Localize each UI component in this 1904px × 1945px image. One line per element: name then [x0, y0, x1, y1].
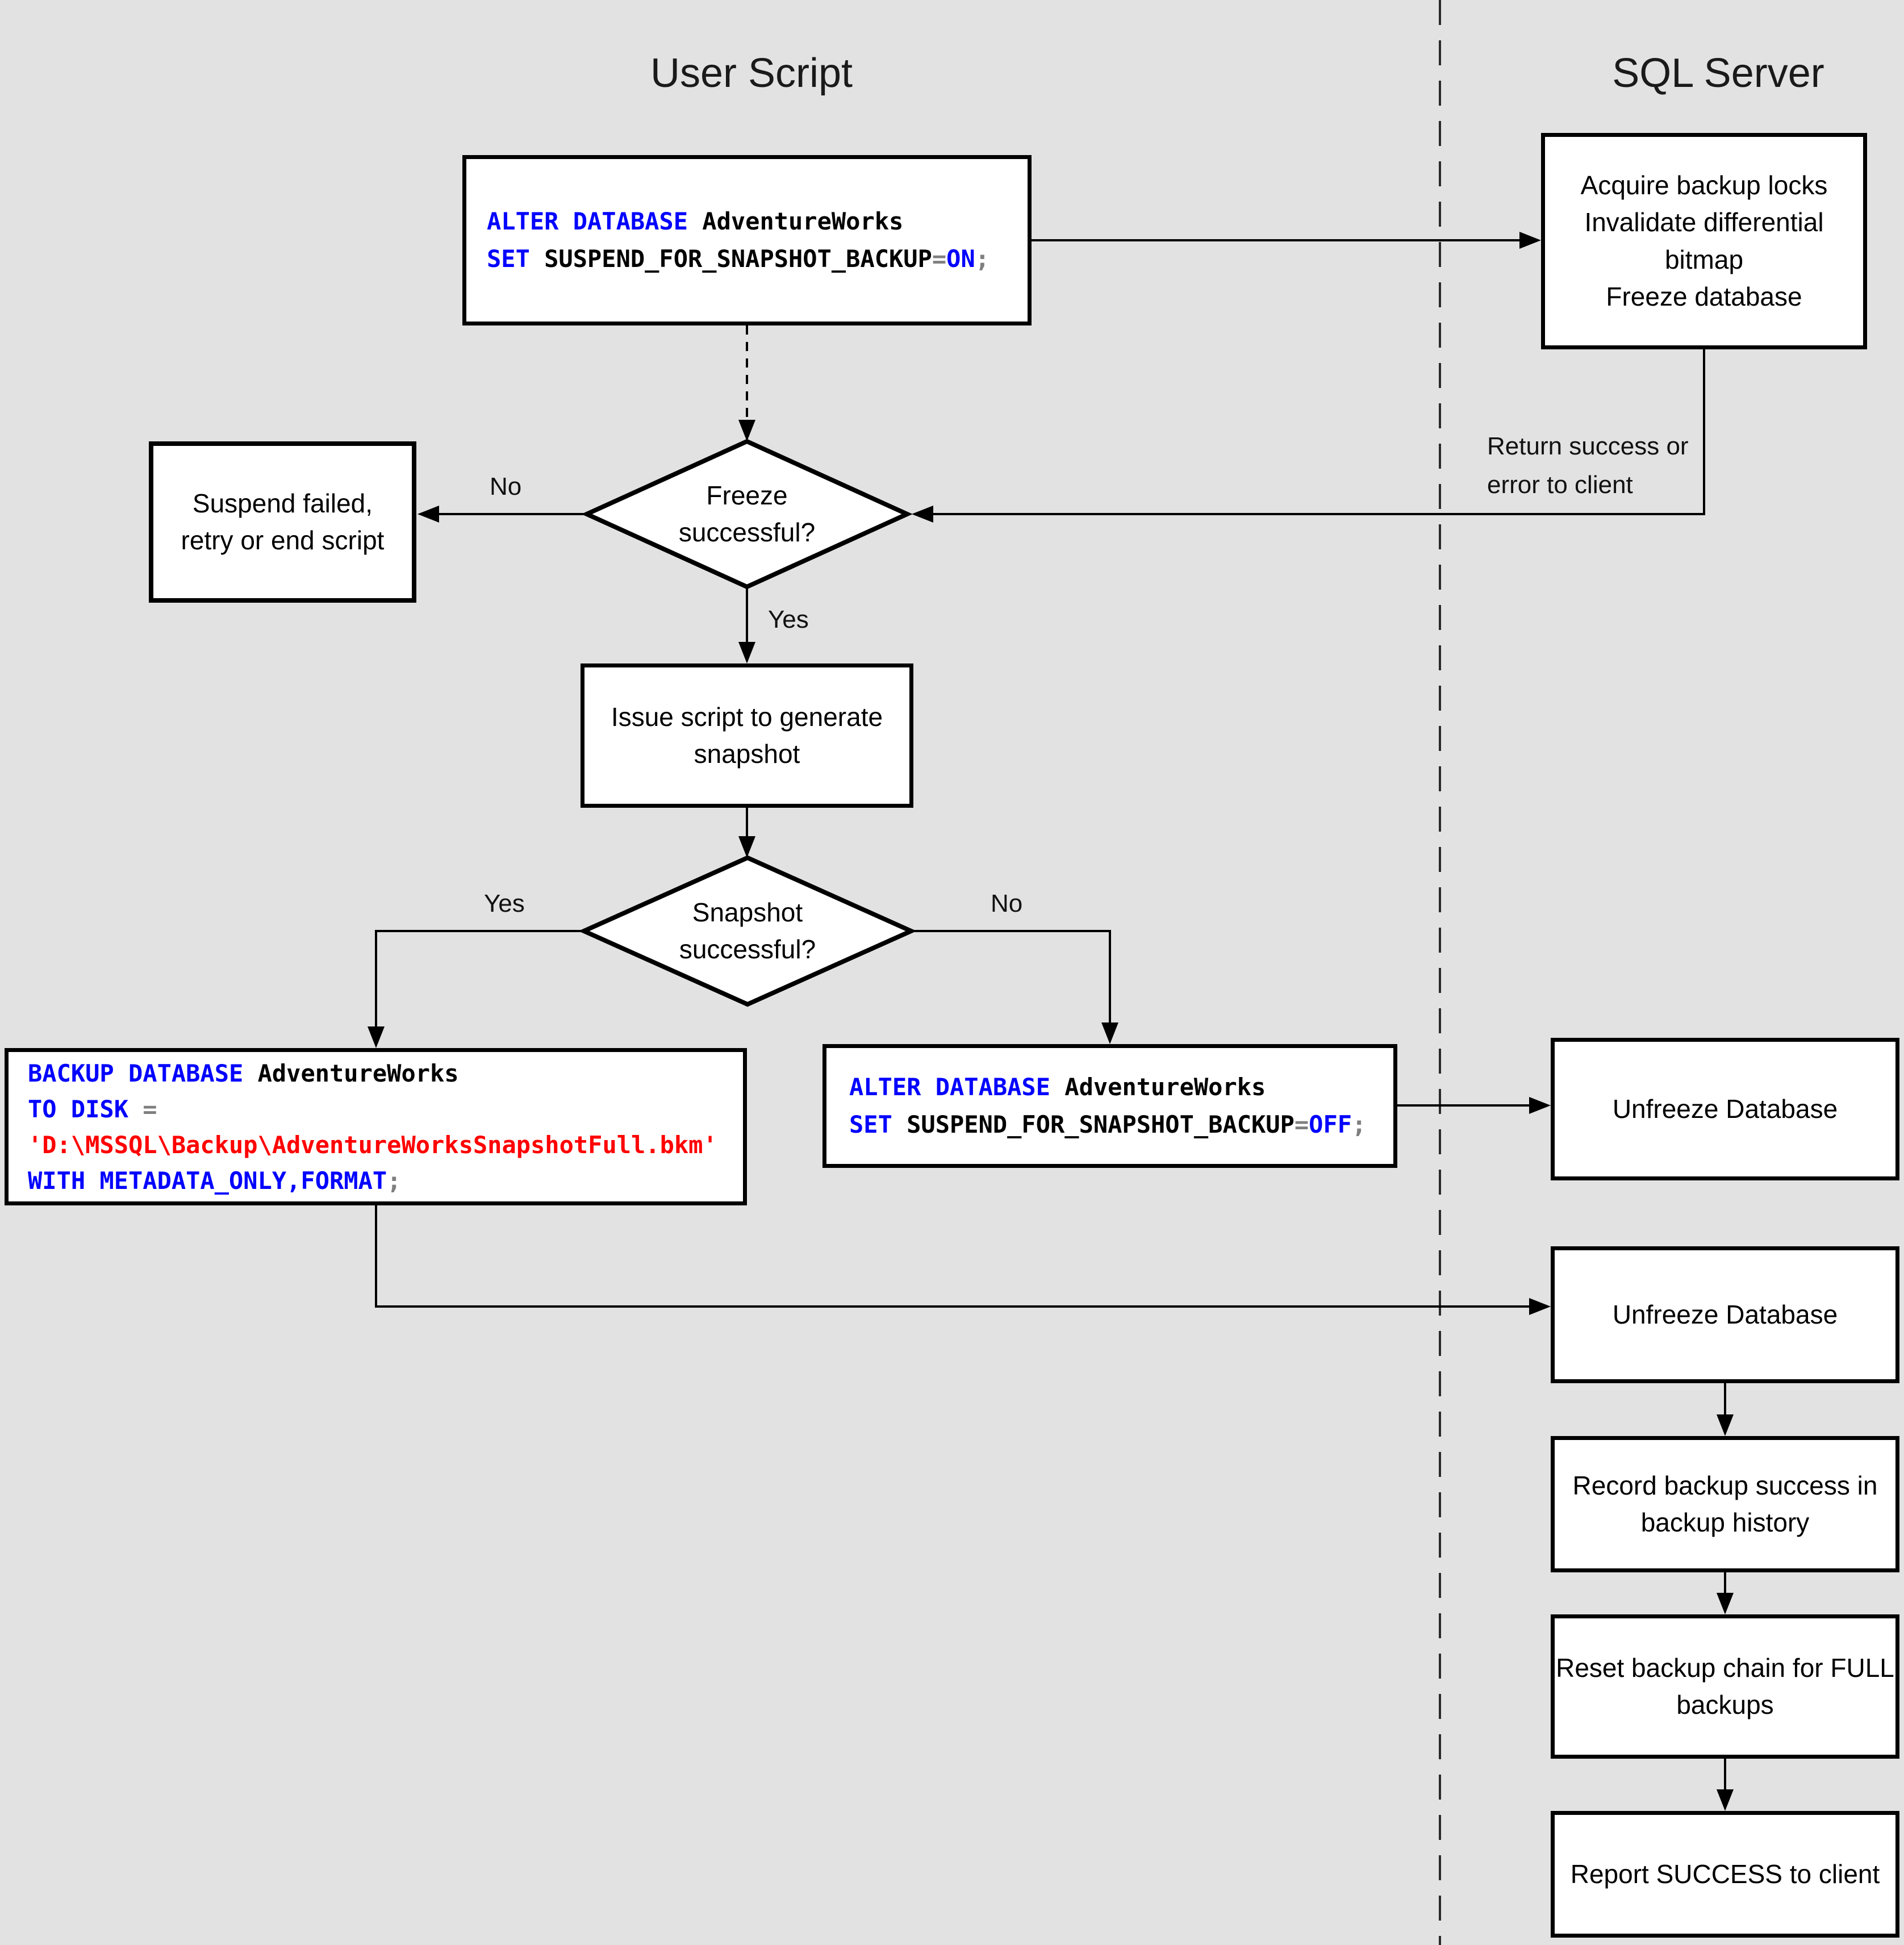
decision-freeze-successful-shape	[581, 439, 913, 590]
code-line: WITH METADATA_ONLY,FORMAT;	[28, 1166, 402, 1195]
node-code-alter-suspend-off: ALTER DATABASE AdventureWorks SET SUSPEN…	[822, 1044, 1397, 1168]
edge-snapshot-no-to-alter-off	[911, 930, 1118, 1044]
node-unfreeze-database-1: Unfreeze Database	[1551, 1038, 1899, 1180]
node-reset-backup-chain: Reset backup chain for FULL backups	[1551, 1614, 1899, 1759]
node-unfreeze-database-2: Unfreeze Database	[1551, 1246, 1899, 1383]
node-line: Freeze database	[1606, 281, 1802, 311]
edge-snapshot-yes-to-backup	[368, 930, 584, 1048]
node-code-backup-database: BACKUP DATABASE AdventureWorks TO DISK =…	[5, 1048, 747, 1205]
edge-backup-to-unfreeze-2	[375, 1205, 1551, 1315]
code-line: TO DISK =	[28, 1095, 157, 1123]
edge-acquire-to-freeze-decision	[912, 349, 1705, 523]
code-line: SET SUSPEND_FOR_SNAPSHOT_BACKUP=OFF;	[849, 1111, 1367, 1138]
decision-snapshot-successful-label: Snapshot successful?	[679, 897, 816, 964]
code-line: SET SUSPEND_FOR_SNAPSHOT_BACKUP=ON;	[487, 245, 990, 273]
decision-snapshot-successful-shape	[578, 855, 917, 1007]
node-suspend-failed: Suspend failed, retry or end script	[149, 441, 416, 603]
annotation-return-success-or-error: Return success or error to client	[1487, 432, 1689, 499]
node-line: Acquire backup locks	[1580, 170, 1828, 200]
code-line: ALTER DATABASE AdventureWorks	[487, 207, 904, 235]
edge-label-snapshot-yes: Yes	[484, 890, 525, 917]
node-report-success: Report SUCCESS to client	[1551, 1811, 1899, 1938]
node-acquire-backup-locks: Acquire backup locks Invalidate differen…	[1541, 133, 1867, 349]
edge-label-snapshot-no: No	[991, 890, 1023, 917]
code-line: 'D:\MSSQL\Backup\AdventureWorksSnapshotF…	[28, 1130, 717, 1159]
code-line: BACKUP DATABASE AdventureWorks	[28, 1059, 459, 1087]
node-line: Invalidate differential bitmap	[1584, 207, 1824, 274]
column-title-sql-server: SQL Server	[1612, 51, 1824, 96]
column-title-user-script: User Script	[650, 51, 853, 96]
edge-label-freeze-yes: Yes	[768, 606, 809, 633]
decision-freeze-successful-label: Freeze successful?	[678, 480, 816, 547]
code-line: ALTER DATABASE AdventureWorks	[849, 1073, 1266, 1101]
node-code-alter-suspend-on: ALTER DATABASE AdventureWorks SET SUSPEN…	[462, 155, 1032, 325]
edge-label-freeze-no: No	[490, 473, 522, 500]
node-issue-script-generate-snapshot: Issue script to generate snapshot	[581, 663, 913, 808]
node-record-backup-success: Record backup success in backup history	[1551, 1436, 1899, 1572]
